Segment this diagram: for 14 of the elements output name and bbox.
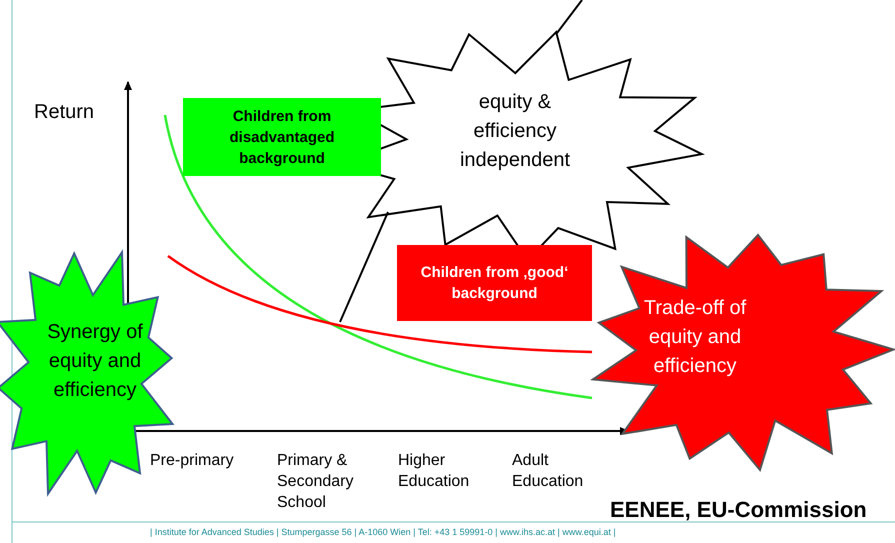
starburst-text: Trade-off of equity and efficiency <box>642 296 748 379</box>
leader-line <box>556 0 583 34</box>
axis-label: Return <box>34 100 96 124</box>
starburst-text: Synergy of equity and efficiency <box>46 320 144 403</box>
leader-line <box>339 212 389 322</box>
axis-tick-label: Pre-primary <box>150 451 235 471</box>
starburst-text: equity & efficiency independent <box>458 90 572 173</box>
footer-text: | Institute for Advanced Studies | Stumpergasse 56 | A-1060 Wien | Tel: +43 1 59991-0 | www.ihs.ac.at | www.equi.at | <box>150 526 616 539</box>
callout-box: Children from disadvantaged background <box>183 98 381 176</box>
callout-box: Children from ‚good‘ background <box>397 245 592 321</box>
source-note: EENEE, EU-Commission <box>610 497 868 523</box>
axis-tick-label: Higher Education <box>398 451 470 492</box>
axis-tick-label: Adult Education <box>512 451 584 492</box>
axis-tick-label: Primary & Secondary School <box>277 451 354 513</box>
